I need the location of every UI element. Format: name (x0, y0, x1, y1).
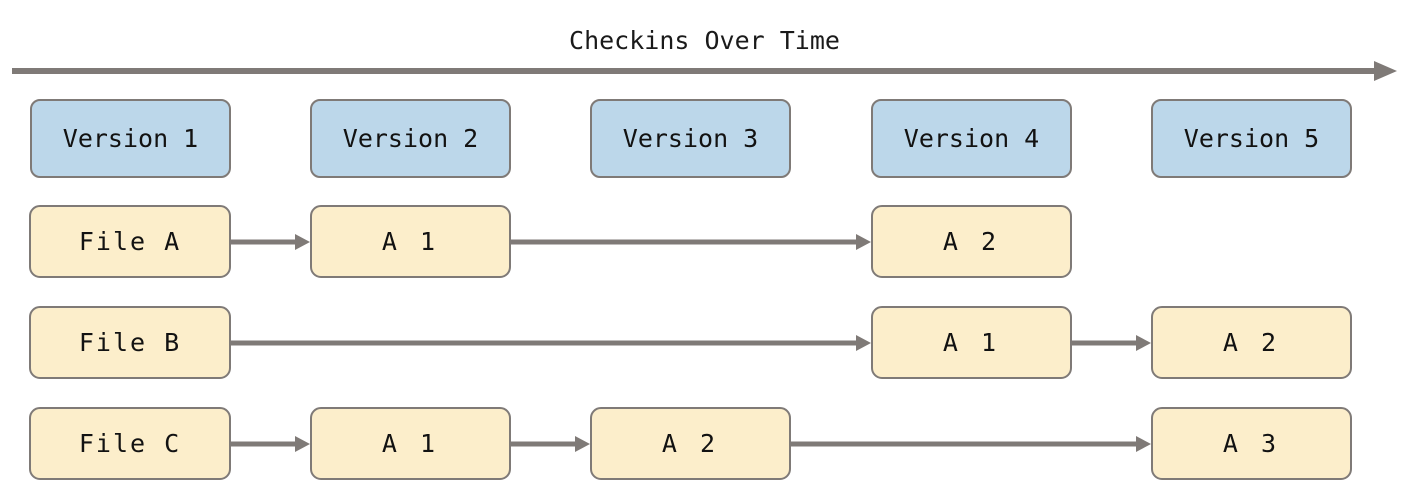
connector-file-c-v1-v2 (231, 436, 310, 452)
file-b-v4-node: A 1 (871, 306, 1072, 379)
node-label: File C (78, 429, 182, 458)
timeline-arrow-icon (12, 60, 1397, 82)
connector-file-b-v4-v5 (1072, 335, 1151, 351)
version-header-label: Version 3 (622, 124, 759, 153)
connector-file-a-v2-v4 (511, 234, 871, 250)
node-label: File B (78, 328, 182, 357)
version-header-label: Version 2 (342, 124, 479, 153)
version-header-2: Version 2 (310, 99, 511, 178)
file-c-v5-node: A 3 (1151, 407, 1352, 480)
node-label: A 1 (942, 328, 1001, 357)
connector-file-c-v2-v3 (511, 436, 590, 452)
file-a-v1-node: File A (29, 205, 231, 278)
node-label: A 2 (661, 429, 720, 458)
page-title: Checkins Over Time (569, 26, 840, 55)
node-label: File A (78, 227, 182, 256)
version-header-label: Version 4 (903, 124, 1040, 153)
connector-file-c-v3-v5 (791, 436, 1151, 452)
node-label: A 2 (942, 227, 1001, 256)
connector-file-a-v1-v2 (231, 234, 310, 250)
node-label: A 2 (1222, 328, 1281, 357)
file-b-v1-node: File B (29, 306, 231, 379)
node-label: A 3 (1222, 429, 1281, 458)
file-b-v5-node: A 2 (1151, 306, 1352, 379)
connector-file-b-v1-v4 (231, 335, 871, 351)
version-header-1: Version 1 (30, 99, 231, 178)
version-header-label: Version 1 (62, 124, 199, 153)
file-c-v2-node: A 1 (310, 407, 511, 480)
version-header-3: Version 3 (590, 99, 791, 178)
file-a-v4-node: A 2 (871, 205, 1072, 278)
version-header-label: Version 5 (1183, 124, 1320, 153)
file-c-v1-node: File C (29, 407, 231, 480)
node-label: A 1 (381, 429, 440, 458)
version-header-4: Version 4 (871, 99, 1072, 178)
version-header-5: Version 5 (1151, 99, 1352, 178)
file-a-v2-node: A 1 (310, 205, 511, 278)
node-label: A 1 (381, 227, 440, 256)
file-c-v3-node: A 2 (590, 407, 791, 480)
